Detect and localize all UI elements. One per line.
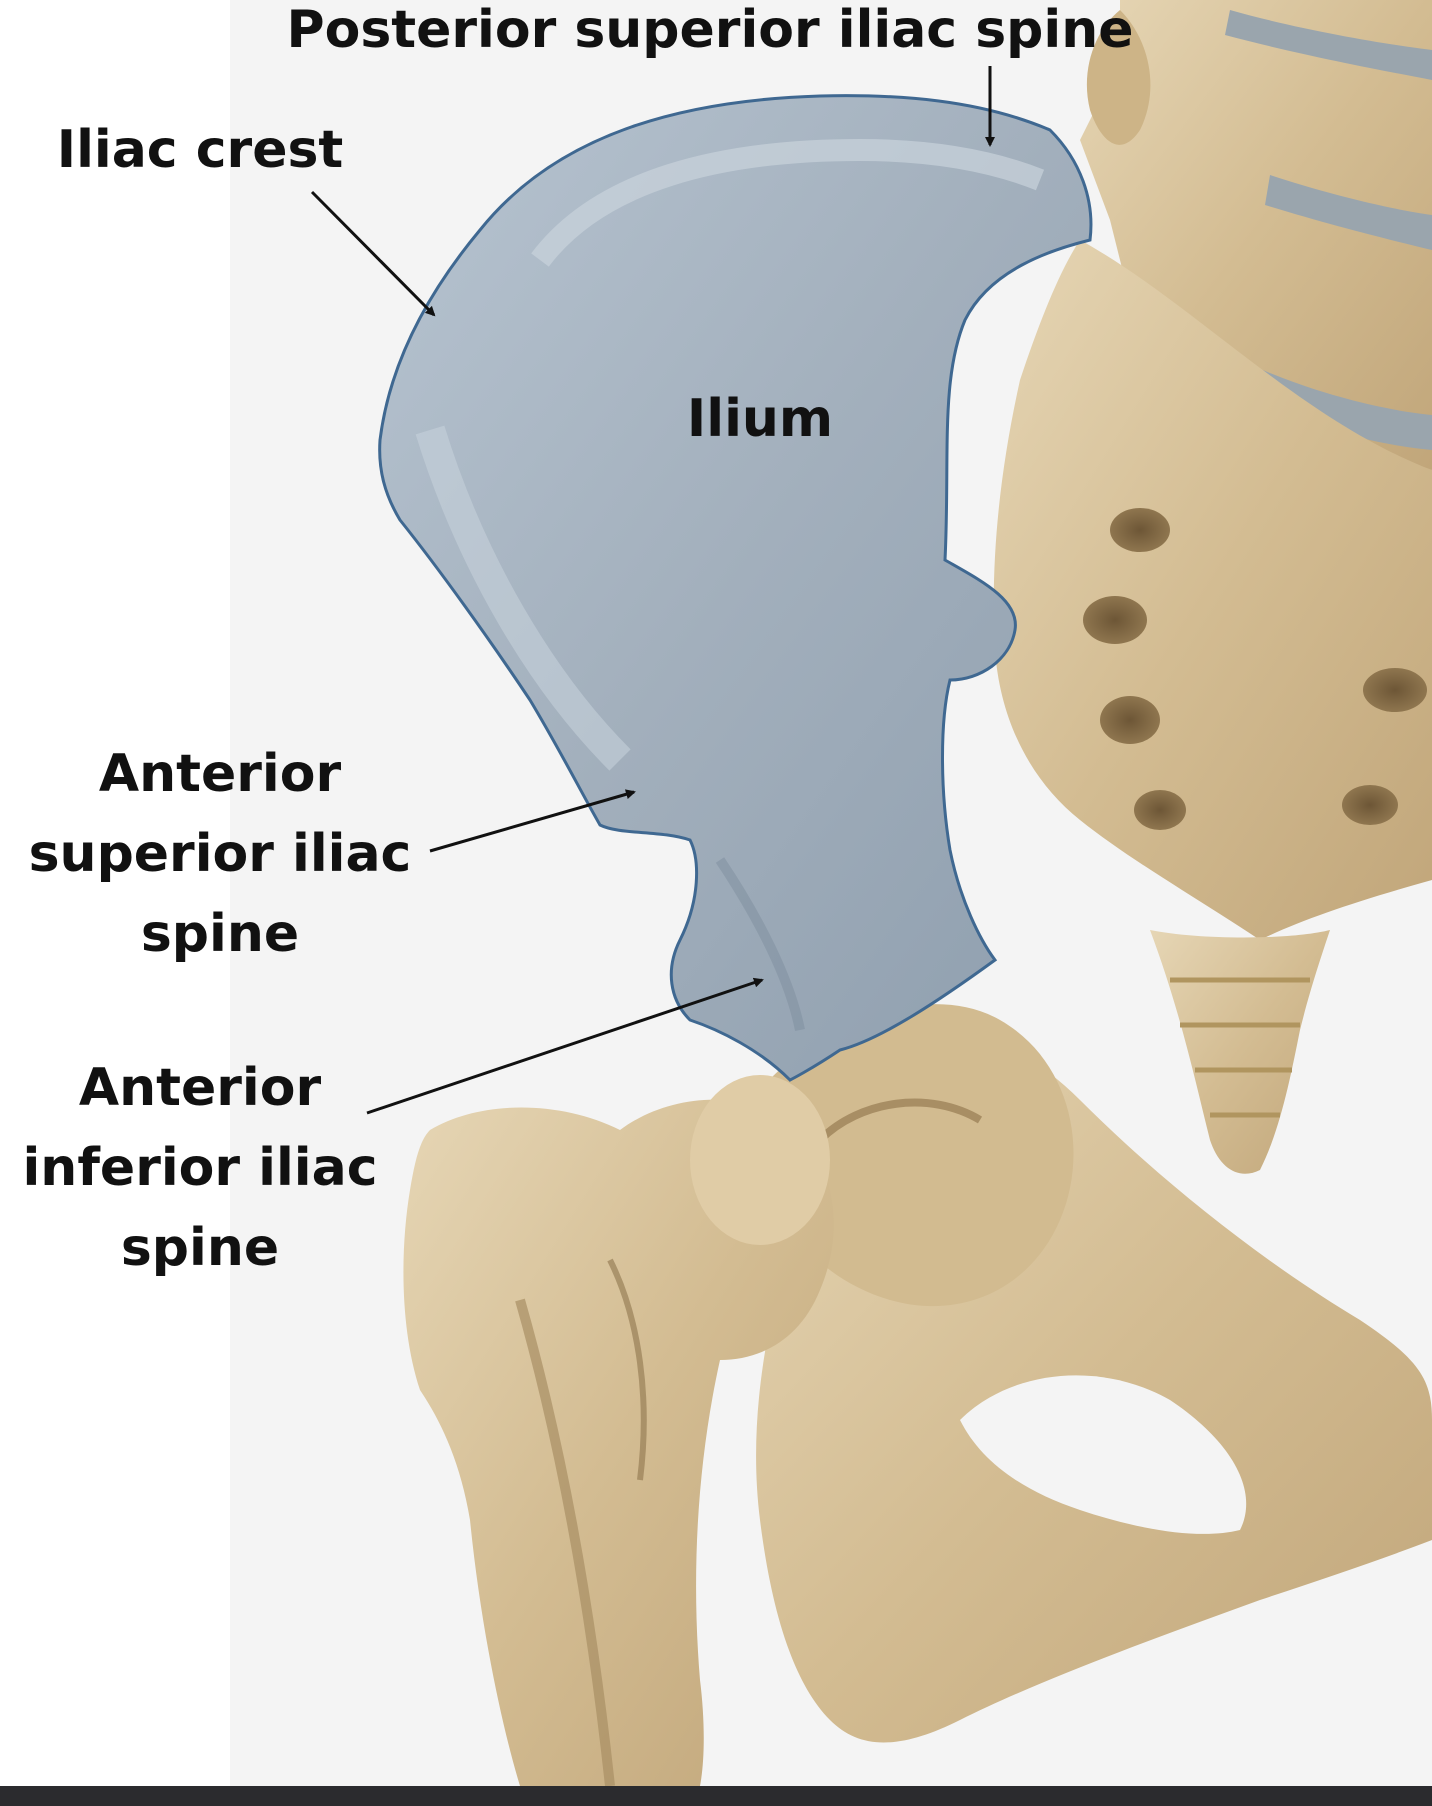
label-line: Anterior <box>98 744 342 804</box>
acetabulum <box>760 1004 1074 1307</box>
femur <box>403 1075 834 1787</box>
arrows <box>310 66 995 1115</box>
label-ilium: Ilium <box>686 389 834 449</box>
ilium-highlight <box>378 94 1093 1082</box>
lumbar-vertebrae <box>1080 0 1432 470</box>
label-line: inferior iliac <box>22 1138 378 1198</box>
bottom-bar <box>0 1786 1432 1806</box>
coccyx <box>1150 930 1330 1174</box>
iliac-crest-arrow <box>310 190 436 317</box>
label-posterior-superior-iliac-spine: Posterior superior iliac spine <box>286 0 1134 60</box>
label-iliac-crest: Iliac crest <box>56 120 344 180</box>
label-line: superior iliac <box>28 824 412 884</box>
label-line: spine <box>140 904 300 964</box>
asis-arrow <box>429 789 636 853</box>
label-line: spine <box>120 1218 280 1278</box>
label-line: Anterior <box>78 1058 322 1118</box>
label-anterior-superior-iliac-spine: Anterior superior iliac spine <box>20 734 420 974</box>
sacrum <box>993 240 1432 940</box>
aiis-arrow <box>366 977 764 1115</box>
label-anterior-inferior-iliac-spine: Anterior inferior iliac spine <box>15 1048 385 1288</box>
